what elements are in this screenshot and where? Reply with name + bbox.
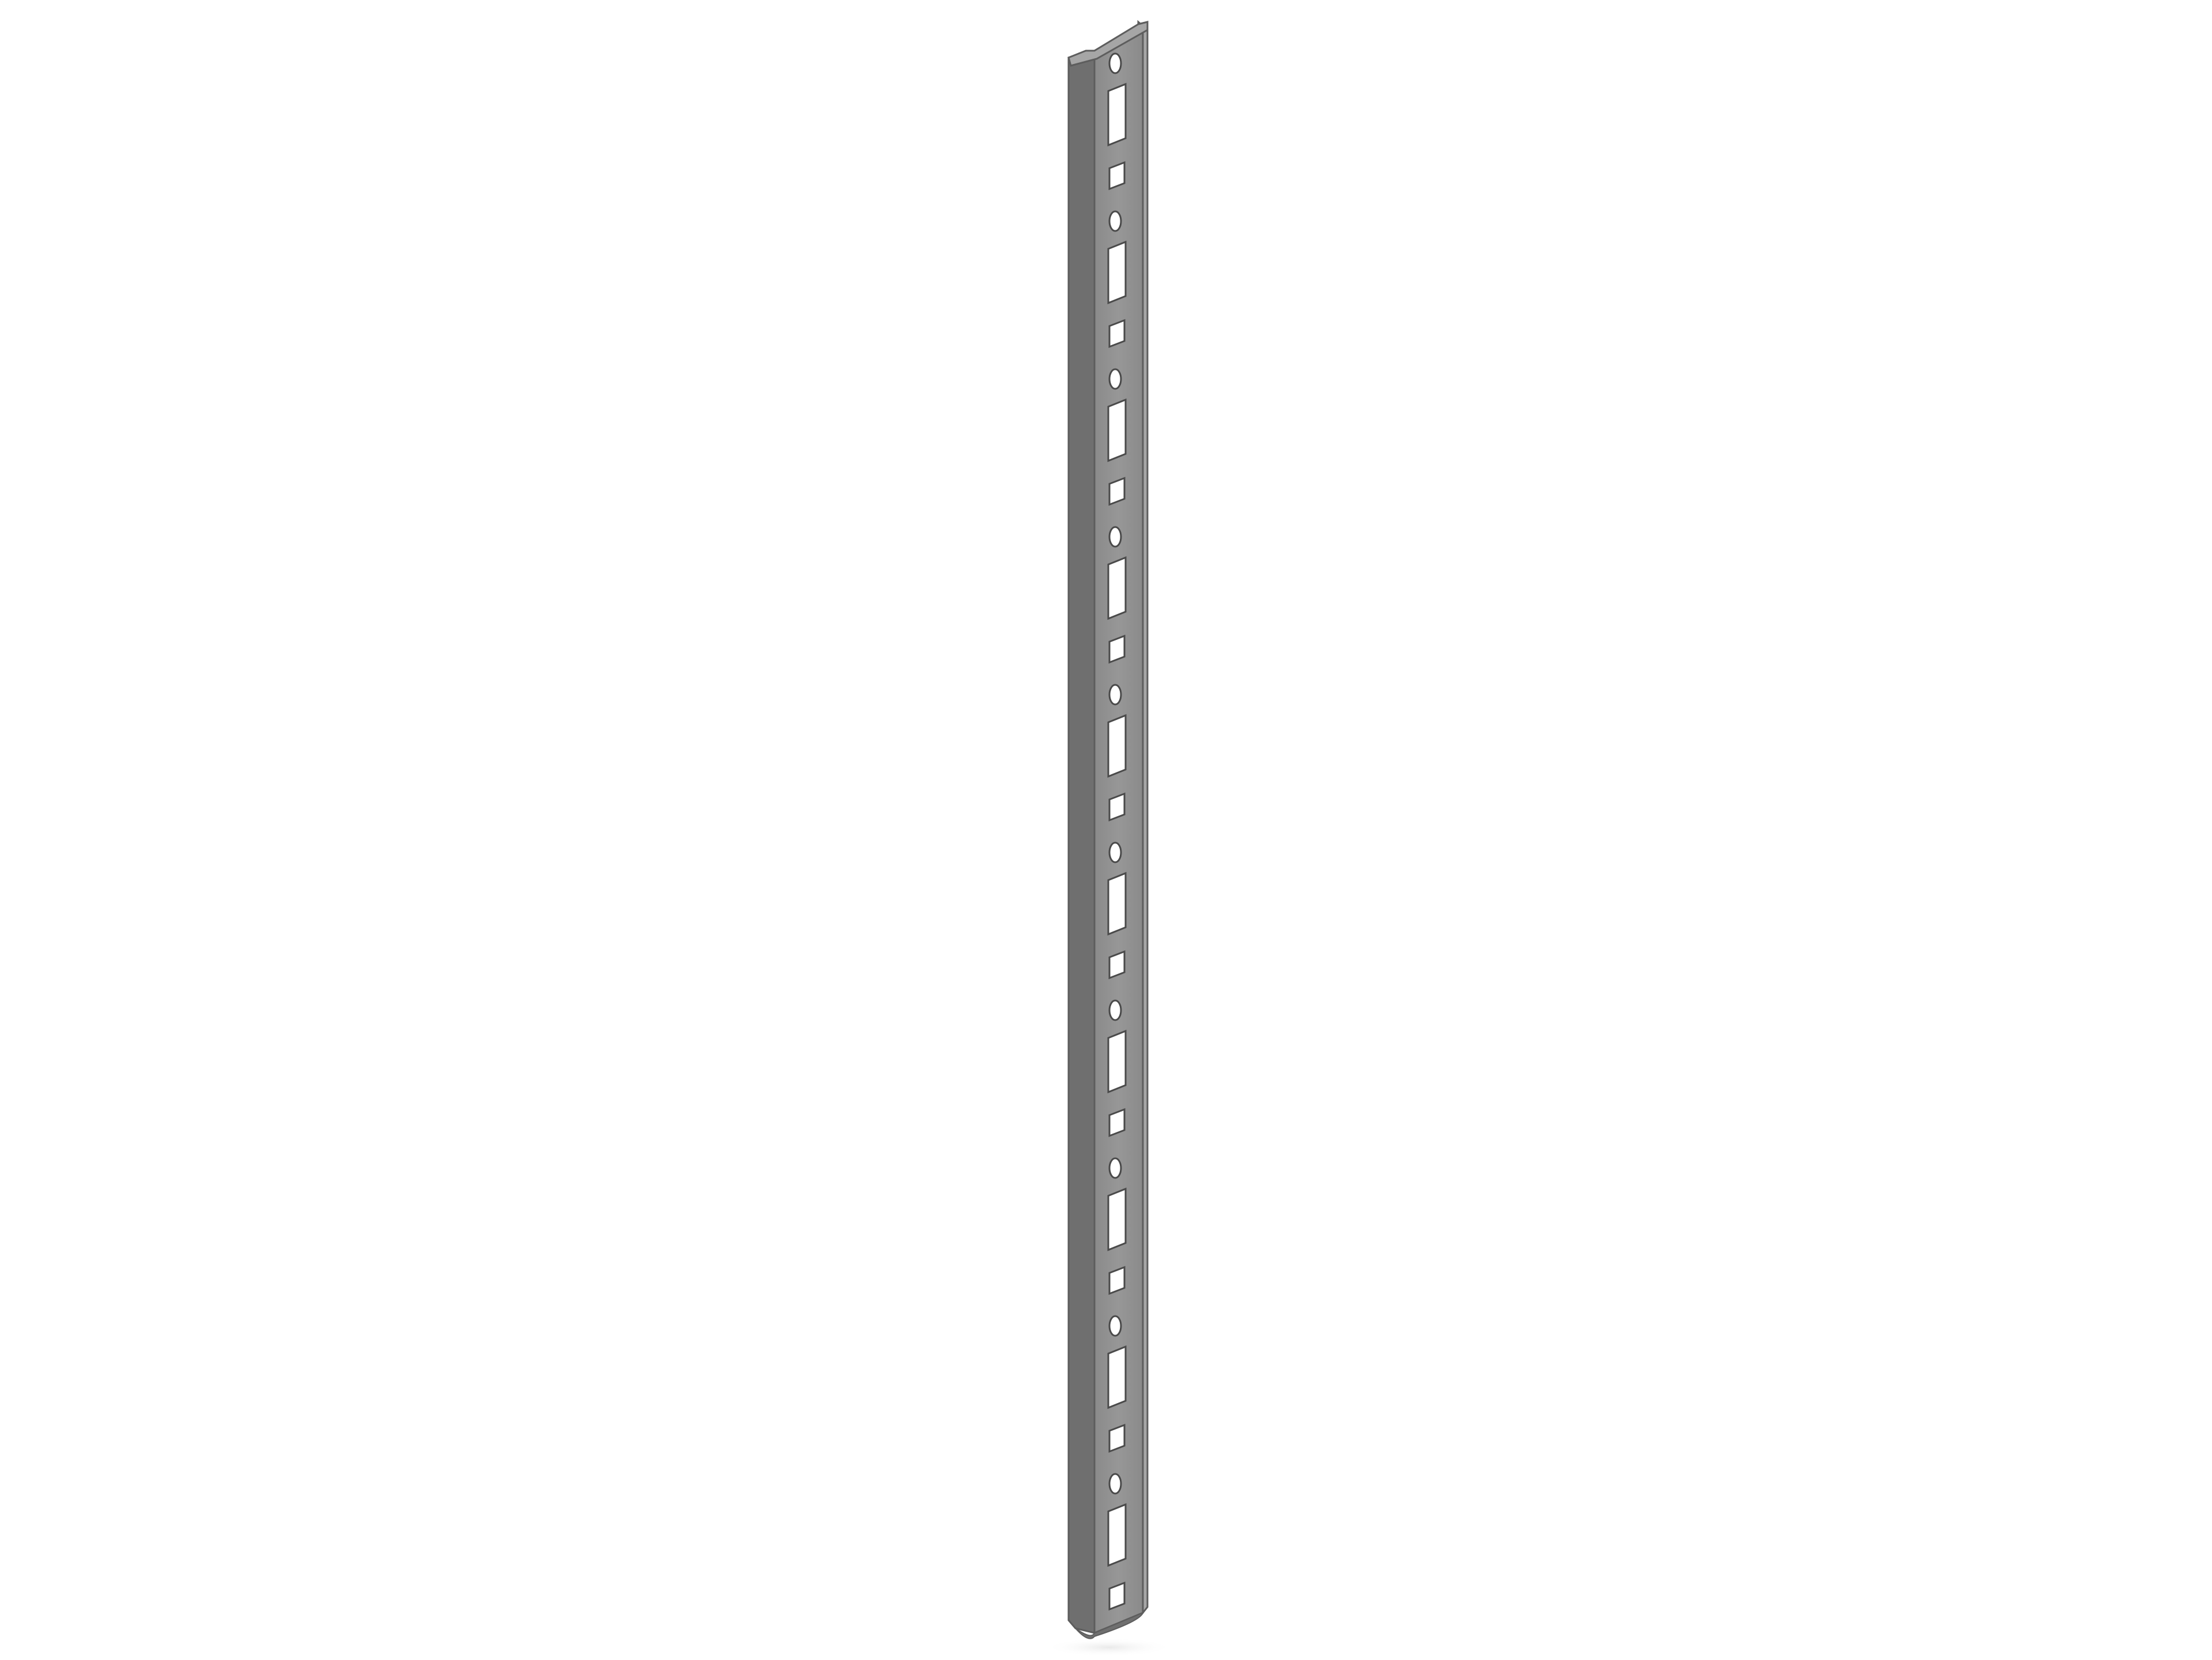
teardrop-hole: [1108, 526, 1122, 548]
upright-channel: [1046, 20, 1172, 1657]
teardrop-hole: [1108, 52, 1122, 74]
long-slot-hole: [1107, 240, 1127, 305]
long-slot-hole: [1107, 871, 1127, 936]
long-slot-hole: [1107, 82, 1127, 147]
short-slot-hole: [1108, 792, 1126, 822]
long-slot-hole: [1107, 398, 1127, 463]
long-slot-hole: [1107, 1187, 1127, 1252]
long-slot-hole: [1107, 556, 1127, 620]
short-slot-hole: [1108, 1581, 1126, 1611]
short-slot-hole: [1108, 634, 1126, 664]
short-slot-hole: [1108, 476, 1126, 506]
short-slot-hole: [1108, 161, 1126, 191]
long-slot-hole: [1107, 1503, 1127, 1567]
short-slot-hole: [1108, 1265, 1126, 1295]
long-slot-hole: [1107, 1029, 1127, 1094]
teardrop-hole: [1108, 210, 1122, 232]
floor-shadow: [1046, 1638, 1172, 1657]
short-slot-hole: [1108, 319, 1126, 348]
short-slot-hole: [1108, 1423, 1126, 1453]
long-slot-hole: [1107, 1345, 1127, 1409]
long-slot-hole: [1107, 714, 1127, 778]
left-flange: [1067, 50, 1096, 1634]
short-slot-hole: [1108, 1108, 1126, 1138]
bottom-end: [1075, 1612, 1144, 1639]
teardrop-hole: [1108, 1315, 1122, 1337]
short-slot-hole: [1108, 950, 1126, 980]
teardrop-hole: [1108, 368, 1122, 390]
top-profile-cap: [1067, 21, 1149, 67]
teardrop-hole: [1108, 1157, 1122, 1179]
teardrop-hole: [1108, 999, 1122, 1021]
teardrop-hole: [1108, 1473, 1122, 1495]
teardrop-hole: [1108, 842, 1122, 863]
teardrop-hole: [1108, 684, 1122, 706]
